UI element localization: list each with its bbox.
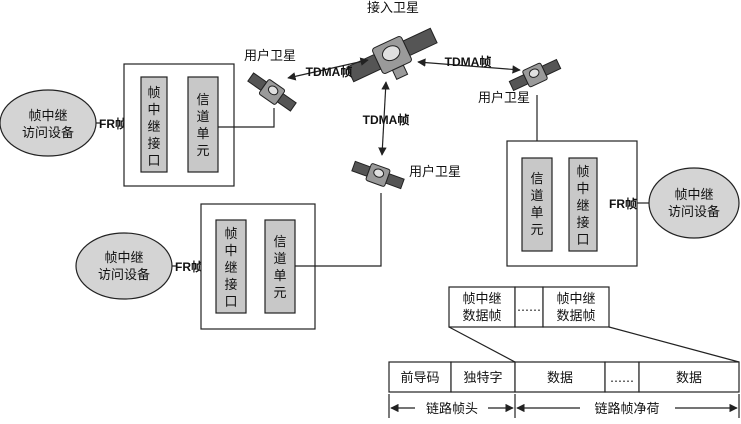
channel-unit-char: 道 bbox=[273, 252, 286, 267]
channel-unit-top-left bbox=[187, 76, 219, 173]
fr-interface-char: 接 bbox=[576, 215, 589, 231]
fr-data-frame-text: 数据帧 bbox=[462, 309, 501, 324]
tdma-left-label: TDMA帧 bbox=[306, 64, 353, 79]
user-satellite-left-label: 用户卫星 bbox=[244, 48, 296, 64]
fr-interface-char: 口 bbox=[224, 295, 237, 310]
fr-interface-right bbox=[568, 157, 598, 252]
device-bottom-left-line2: 访问设备 bbox=[98, 267, 150, 283]
device-right-line1: 帧中继 bbox=[674, 188, 713, 203]
frame-cell-unique-word bbox=[450, 361, 516, 393]
fr-interface-char: 继 bbox=[576, 199, 589, 214]
data-text: 数据 bbox=[547, 371, 573, 386]
channel-unit-char: 单 bbox=[196, 127, 209, 142]
frame-cell-data-1 bbox=[514, 361, 606, 393]
access-satellite-label: 接入卫星 bbox=[367, 0, 419, 16]
fr-interface-char: 中 bbox=[147, 103, 160, 118]
fr-right-label: FR帧 bbox=[609, 196, 637, 211]
channel-unit-char: 单 bbox=[273, 269, 286, 284]
channel-unit-right bbox=[521, 157, 553, 252]
tdma-center-label: TDMA帧 bbox=[363, 112, 410, 127]
tdma-link-left bbox=[287, 57, 369, 81]
frame-cell-ellipsis-top bbox=[514, 286, 544, 328]
fr-access-device-bottom-left bbox=[75, 232, 173, 300]
fr-interface-char: 接 bbox=[147, 136, 160, 152]
frame-expand-line-left bbox=[448, 326, 516, 363]
fr-interface-char: 继 bbox=[147, 120, 160, 135]
user-satellite-right-icon bbox=[508, 58, 562, 92]
tdma-link-right bbox=[417, 58, 521, 74]
channel-unit-char: 道 bbox=[196, 110, 209, 125]
link-top-left-to-satellite bbox=[218, 108, 275, 128]
device-top-left-line1: 帧中继 bbox=[28, 109, 67, 124]
link-bottom-left-to-satellite bbox=[295, 193, 382, 267]
channel-unit-bottom-left bbox=[264, 219, 296, 314]
link-frame-payload-label: 链路帧净荷 bbox=[594, 401, 659, 417]
frame-top-ellipsis: …… bbox=[517, 300, 541, 314]
tdma-right-label: TDMA帧 bbox=[445, 54, 492, 69]
user-satellite-left-icon bbox=[247, 72, 297, 112]
data-text: 数据 bbox=[676, 371, 702, 386]
access-satellite-icon bbox=[346, 27, 438, 83]
channel-unit-char: 信 bbox=[273, 235, 286, 250]
frame-expand-line-right bbox=[608, 326, 740, 363]
frame-bottom-ellipsis: …… bbox=[610, 371, 634, 385]
channel-unit-char: 元 bbox=[273, 286, 286, 301]
channel-unit-char: 信 bbox=[196, 93, 209, 108]
channel-unit-char: 元 bbox=[196, 144, 209, 159]
fr-data-frame-text: 帧中继 bbox=[462, 292, 501, 307]
fr-data-frame-text: 帧中继 bbox=[556, 292, 595, 307]
channel-unit-char: 单 bbox=[530, 206, 543, 221]
frame-cell-data-2 bbox=[638, 361, 740, 393]
fr-interface-bottom-left bbox=[215, 219, 247, 314]
link-frame-header-label: 链路帧头 bbox=[426, 401, 478, 417]
fr-interface-char: 接 bbox=[224, 277, 237, 293]
channel-unit-char: 元 bbox=[530, 223, 543, 238]
fr-data-frame-text: 数据帧 bbox=[556, 309, 595, 324]
device-top-left-line2: 访问设备 bbox=[22, 125, 74, 141]
fr-top-left-label: FR帧 bbox=[99, 116, 127, 131]
fr-interface-char: 中 bbox=[576, 182, 589, 197]
fr-interface-char: 口 bbox=[147, 154, 160, 169]
fr-interface-char: 帧 bbox=[147, 86, 160, 101]
preamble-text: 前导码 bbox=[400, 370, 439, 386]
fr-interface-char: 帧 bbox=[576, 165, 589, 180]
device-bottom-left-line1: 帧中继 bbox=[104, 251, 143, 266]
device-right-line2: 访问设备 bbox=[668, 204, 720, 220]
unique-word-text: 独特字 bbox=[463, 371, 502, 386]
fr-access-device-right bbox=[648, 167, 740, 239]
frame-cell-ellipsis-bottom bbox=[604, 361, 640, 393]
fr-interface-char: 中 bbox=[224, 244, 237, 259]
frame-cell-fr-data-2 bbox=[542, 286, 610, 328]
frame-cell-preamble bbox=[388, 361, 452, 393]
fr-interface-char: 口 bbox=[576, 233, 589, 248]
fr-interface-top-left bbox=[140, 76, 168, 173]
channel-unit-char: 信 bbox=[530, 172, 543, 187]
user-satellite-center-icon bbox=[351, 160, 405, 190]
tdma-link-center bbox=[378, 81, 390, 156]
fr-bottom-left-label: FR帧 bbox=[175, 259, 203, 274]
fr-interface-char: 继 bbox=[224, 261, 237, 276]
user-satellite-center-label: 用户卫星 bbox=[409, 164, 461, 180]
channel-unit-char: 道 bbox=[530, 189, 543, 204]
frame-cell-fr-data-1 bbox=[448, 286, 516, 328]
fr-interface-char: 帧 bbox=[224, 227, 237, 242]
user-satellite-right-label: 用户卫星 bbox=[478, 90, 530, 106]
